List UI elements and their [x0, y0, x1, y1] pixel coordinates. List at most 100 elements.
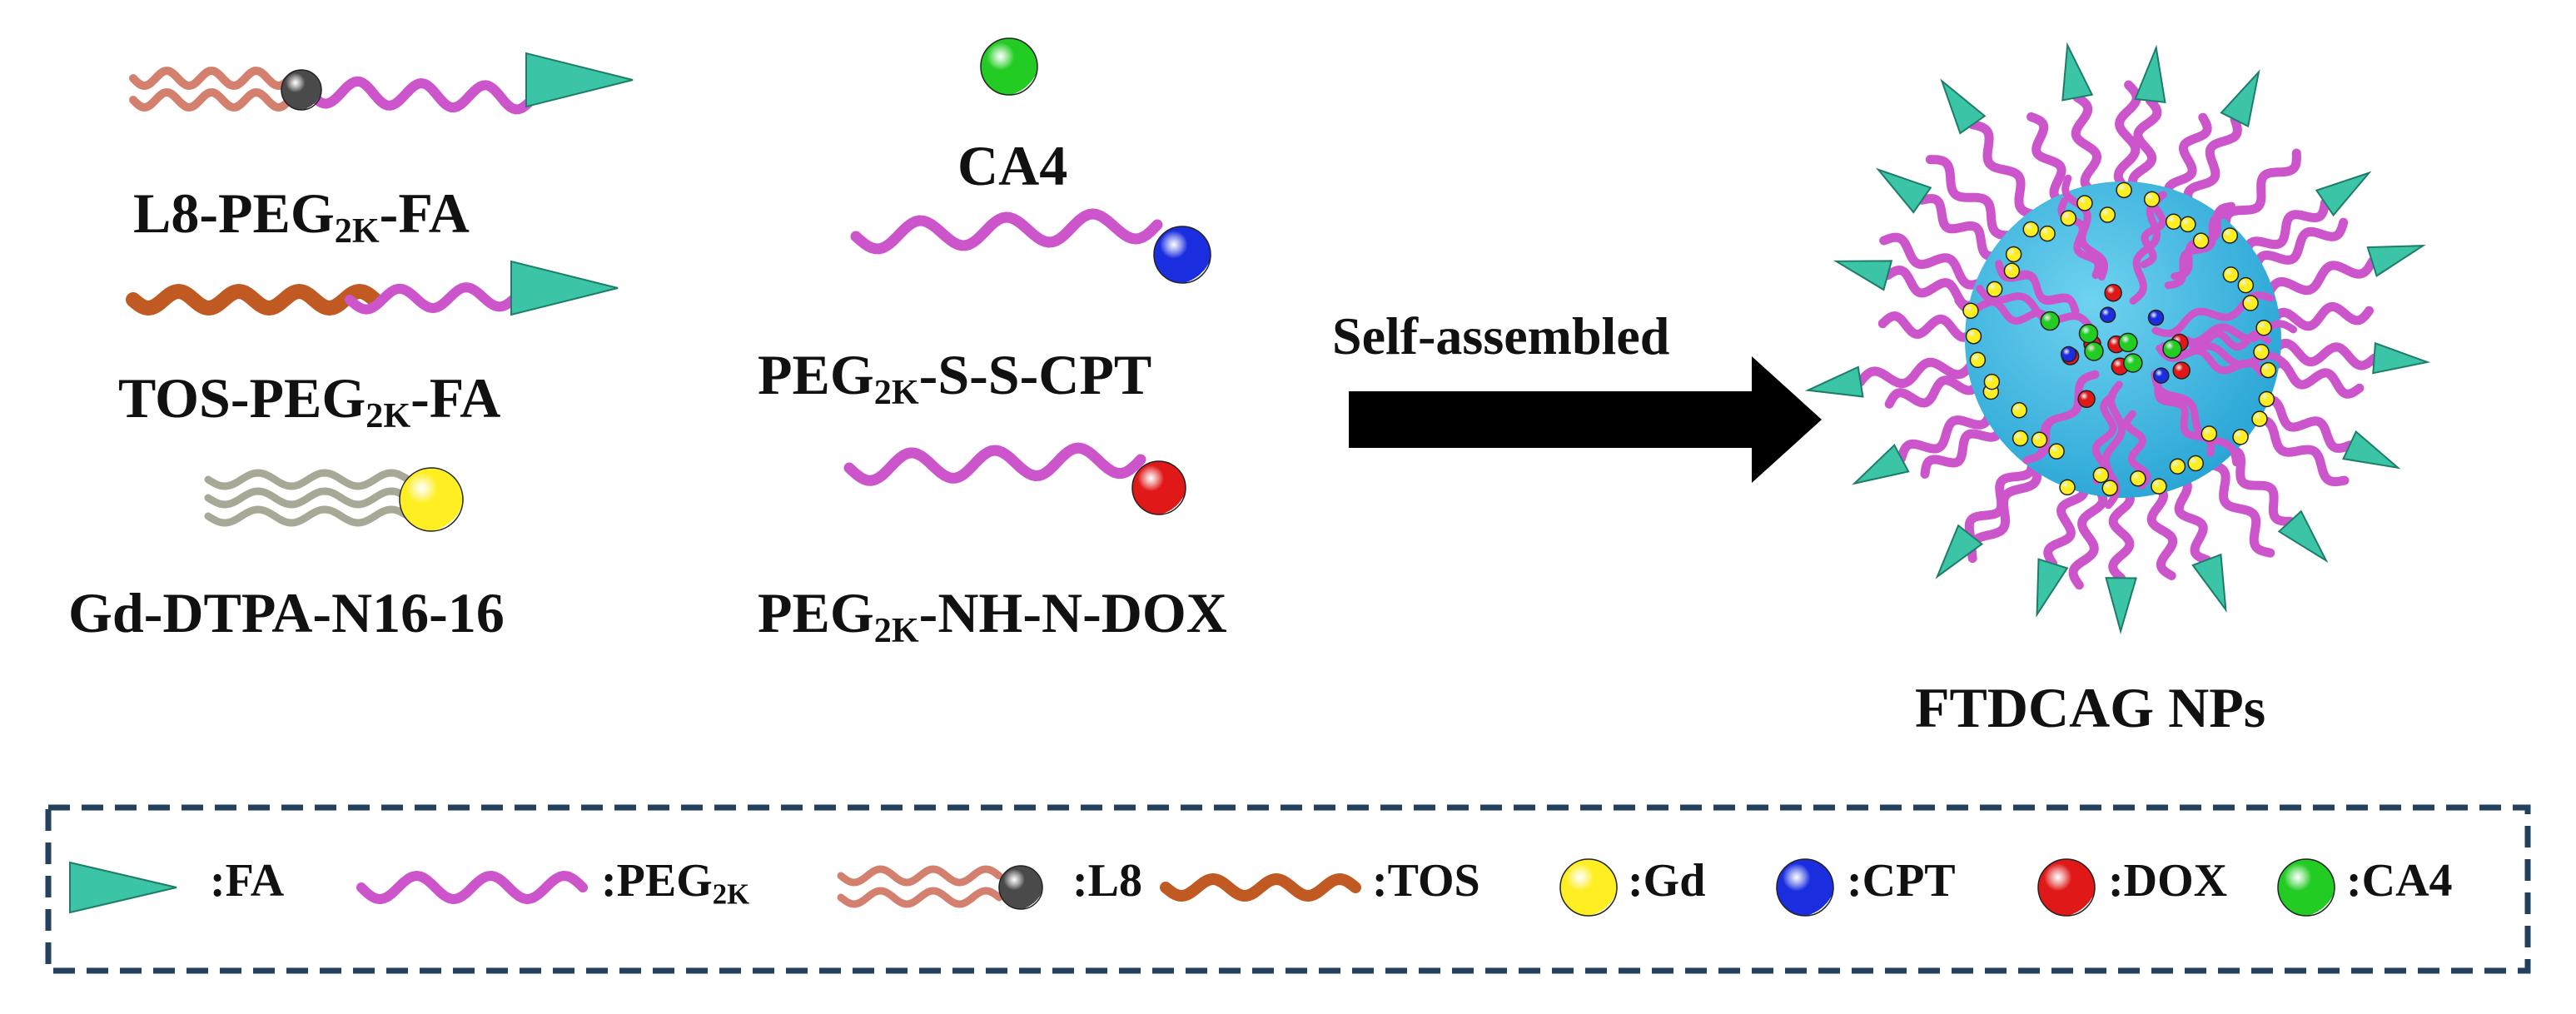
- legend-peg-icon: [356, 871, 588, 904]
- np-gd-sphere: [2130, 470, 2146, 487]
- np-gd-sphere: [2101, 480, 2118, 496]
- np-gd-sphere: [2187, 455, 2204, 472]
- tos-chain-icon: [126, 284, 382, 316]
- np-ca4-sphere: [2123, 353, 2143, 373]
- legend-label-ca4: :CA4: [2346, 855, 2453, 907]
- legend-tos-icon: [1160, 873, 1361, 902]
- np-gd-sphere: [2092, 466, 2110, 484]
- np-gd-sphere: [2048, 443, 2065, 460]
- np-cpt-sphere: [2060, 345, 2077, 363]
- np-gd-sphere: [2180, 216, 2196, 233]
- np-gd-sphere: [2003, 262, 2021, 280]
- np-fa-cone: [1935, 524, 1984, 579]
- l8-lipid-icon: [129, 66, 294, 112]
- np-gd-sphere: [2165, 213, 2182, 230]
- np-gd-sphere: [1986, 281, 2003, 298]
- np-cpt-sphere: [2153, 367, 2170, 384]
- np-dox-sphere: [2172, 361, 2191, 380]
- np-fa-cone: [2372, 341, 2431, 375]
- molecule-components: [126, 37, 1822, 532]
- np-fa-cone: [2342, 430, 2401, 470]
- np-fa-cone: [2277, 509, 2329, 564]
- np-fa-cone: [2366, 244, 2426, 277]
- np-gd-sphere: [2251, 410, 2268, 427]
- np-gd-sphere: [1983, 373, 2001, 390]
- np-fa-cone: [2061, 42, 2094, 102]
- np-gd-sphere: [2232, 429, 2249, 445]
- np-peg-chain: [2164, 211, 2231, 290]
- legend-label-tos: :TOS: [1372, 855, 1480, 907]
- np-gd-sphere: [2039, 225, 2056, 242]
- fa-cone-icon: [510, 260, 619, 316]
- np-gd-sphere: [2221, 227, 2239, 244]
- np-gd-sphere: [2011, 402, 2027, 419]
- legend-cpt-icon: [1776, 858, 1834, 917]
- np-peg-chain: [2183, 330, 2271, 351]
- legend-gd-icon: [1559, 858, 1618, 917]
- np-peg-chain: [2175, 320, 2297, 346]
- np-peg-chain: [2151, 370, 2240, 467]
- fa-cone-icon: [525, 52, 634, 108]
- np-gd-sphere: [2255, 320, 2272, 336]
- np-gd-sphere: [2260, 361, 2277, 379]
- legend-label-dox: :DOX: [2108, 855, 2228, 907]
- cpt-sphere-icon: [1153, 226, 1211, 284]
- legend-l8-icon: [837, 865, 1043, 910]
- nanoparticle-label: FTDCAG NPs: [1915, 676, 2266, 739]
- legend-label-peg: :PEG2K: [601, 855, 750, 911]
- legend-symbols: [45, 804, 2531, 974]
- legend-label-gd: :Gd: [1628, 855, 1706, 907]
- np-gd-sphere: [2116, 181, 2132, 199]
- np-peg-chain: [2123, 410, 2151, 490]
- nanoparticle-icon: [1804, 42, 2431, 635]
- label-gd-dtpa: Gd-DTPA-N16-16: [68, 581, 505, 644]
- arrow-label: Self-assembled: [1332, 306, 1670, 365]
- np-dox-sphere: [2104, 283, 2122, 302]
- np-peg-chain: [2061, 174, 2108, 281]
- np-gd-sphere: [1969, 351, 1987, 369]
- np-gd-sphere: [2201, 425, 2218, 442]
- np-cpt-sphere: [2099, 306, 2116, 324]
- peg-chain-icon: [843, 442, 1146, 486]
- np-fa-cone: [2036, 558, 2069, 618]
- ca4-sphere-icon: [980, 37, 1038, 96]
- legend-fa-icon: [69, 861, 177, 914]
- np-gd-sphere: [2151, 478, 2167, 495]
- np-fa-cone: [1940, 78, 1987, 135]
- np-fa-cone: [2191, 553, 2227, 613]
- label-peg-s-s-cpt: PEG2K-S-S-CPT: [758, 343, 1152, 412]
- np-gd-sphere: [2242, 295, 2259, 311]
- np-gd-sphere: [2031, 431, 2048, 449]
- np-gd-sphere: [2076, 195, 2093, 211]
- peg-chain-icon: [345, 282, 521, 315]
- label-peg-nh-n-dox: PEG2K-NH-N-DOX: [758, 581, 1227, 650]
- peg-chain-icon: [850, 208, 1163, 255]
- np-ca4-sphere: [2040, 311, 2060, 331]
- peg-chain-icon: [305, 76, 538, 115]
- np-fa-cone: [1833, 260, 1893, 291]
- np-cpt-sphere: [2147, 309, 2165, 326]
- np-gd-sphere: [2253, 343, 2270, 360]
- label-ca4: CA4: [957, 134, 1068, 197]
- np-fa-cone: [2105, 577, 2137, 635]
- np-ca4-sphere: [2078, 323, 2099, 344]
- np-gd-sphere: [1965, 328, 1982, 345]
- label-l8-peg-fa: L8-PEG2K-FA: [133, 181, 470, 251]
- legend-dox-icon: [2037, 858, 2096, 917]
- np-gd-sphere: [2192, 232, 2210, 249]
- np-gd-sphere: [2099, 206, 2116, 223]
- legend-ca4-icon: [2277, 858, 2335, 917]
- np-gd-sphere: [2237, 276, 2255, 294]
- np-ca4-sphere: [2118, 332, 2138, 353]
- np-gd-sphere: [2169, 458, 2186, 475]
- np-gd-sphere: [1962, 302, 1979, 319]
- np-gd-sphere: [2005, 246, 2022, 263]
- np-gd-sphere: [2012, 430, 2029, 447]
- legend-label-fa: :FA: [210, 855, 285, 907]
- np-fa-cone: [2220, 69, 2260, 128]
- np-fa-cone: [1852, 444, 1910, 485]
- np-fa-cone: [2134, 44, 2166, 104]
- np-fa-cone: [2315, 171, 2372, 217]
- np-gd-sphere: [2022, 221, 2040, 238]
